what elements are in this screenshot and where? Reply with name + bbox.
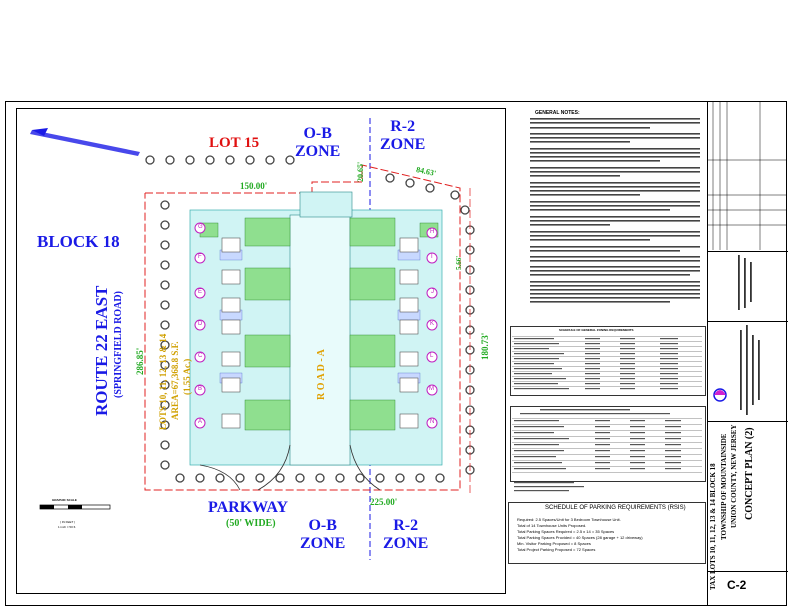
ob-zone-top-label: O-B ZONE	[295, 125, 341, 160]
north-arrow-icon	[30, 128, 140, 156]
block-lots-text: TAX LOTS 10, 11, 12, 13 & 14 BLOCK 18	[709, 463, 717, 590]
county-name: UNION COUNTY, NEW JERSEY	[730, 424, 738, 528]
title-block	[707, 101, 788, 606]
unit-letter: E	[198, 289, 203, 295]
notes-title: GENERAL NOTES:	[535, 110, 580, 116]
ob-zone-bottom-label: O-B ZONE	[300, 517, 346, 552]
unit-letter: B	[198, 386, 203, 392]
unit-letter: J	[431, 289, 434, 295]
lot-15-label: LOT 15	[209, 135, 260, 151]
graphic-scale-title: GRAPHIC SCALE	[52, 498, 77, 502]
parking-title: SCHEDULE OF PARKING REQUIREMENTS (RSIS)	[545, 505, 686, 511]
unit-letter: K	[430, 321, 435, 327]
zoning-requirements-table: SCHEDULE OF GENERAL ZONING REQUIREMENTS	[510, 326, 706, 396]
unit-letter: D	[198, 321, 203, 327]
sheet-number: C-2	[727, 578, 747, 592]
block-18-label: BLOCK 18	[37, 232, 120, 251]
dimension-top: 150.00'	[240, 181, 268, 191]
dimension-bottom: 225.00'	[370, 497, 398, 507]
entrance-drive	[299, 191, 353, 218]
r2-zone-bottom-label: R-2 ZONE	[383, 517, 429, 552]
general-notes: GENERAL NOTES:	[509, 110, 705, 316]
engineer-block	[708, 251, 788, 322]
curb-return-center	[257, 444, 291, 491]
parking-line: Required: 2.5 Spaces/Unit for 3 Bedroom …	[517, 517, 621, 522]
curb-return-left	[199, 464, 241, 491]
unit-letter: F	[198, 254, 202, 260]
curb-return-right	[349, 444, 381, 491]
unit-letter: C	[198, 353, 203, 359]
scale-ratio: 1 inch = 50 ft.	[58, 525, 77, 529]
graphic-scale-bar	[39, 504, 111, 510]
parkway-label: PARKWAY	[208, 499, 289, 516]
company-logo-block	[708, 321, 788, 422]
tree-symbols	[145, 155, 475, 483]
unit-letter: N	[430, 419, 435, 425]
unit-letter: L	[430, 353, 434, 359]
drawing-sheet-border	[5, 101, 787, 606]
accessory-requirements-table	[510, 406, 706, 482]
site-plan-frame	[16, 108, 506, 594]
township-name: TOWNSHIP OF MOUNTAINSIDE	[720, 433, 728, 540]
parking-line: Total of 14 Townhouse Units Proposed.	[517, 523, 587, 528]
scale-units: ( IN FEET )	[60, 520, 76, 524]
unit-letter: M	[429, 386, 434, 392]
unit-letter: A	[198, 419, 203, 425]
project-title: CONCEPT PLAN (2)	[744, 427, 755, 520]
unit-garages	[221, 237, 419, 429]
parking-line: Total Parking Spaces Provided = 40 Space…	[517, 535, 643, 540]
r2-zone-top-label: R-2 ZONE	[380, 118, 426, 153]
property-line	[144, 164, 461, 491]
parking-line: Min. Visitor Parking Proposed = 8 Spaces	[517, 541, 591, 546]
project-title-block	[708, 421, 788, 572]
revision-block	[708, 101, 788, 252]
company-logo-icon	[713, 388, 727, 402]
parking-line: Total Project Parking Proposed = 72 Spac…	[517, 547, 596, 552]
parking-line: Total Parking Spaces Required = 2.5 x 14…	[517, 529, 615, 534]
unit-markers	[194, 222, 438, 429]
parkway-width-label: (50' WIDE)	[226, 518, 276, 529]
zoning-table-title: SCHEDULE OF GENERAL ZONING REQUIREMENTS	[559, 328, 634, 332]
unit-letter: H	[430, 229, 435, 235]
unit-letter: G	[198, 224, 203, 230]
unit-letter: I	[431, 254, 433, 260]
parking-requirements-box: SCHEDULE OF PARKING REQUIREMENTS (RSIS) …	[508, 502, 706, 564]
